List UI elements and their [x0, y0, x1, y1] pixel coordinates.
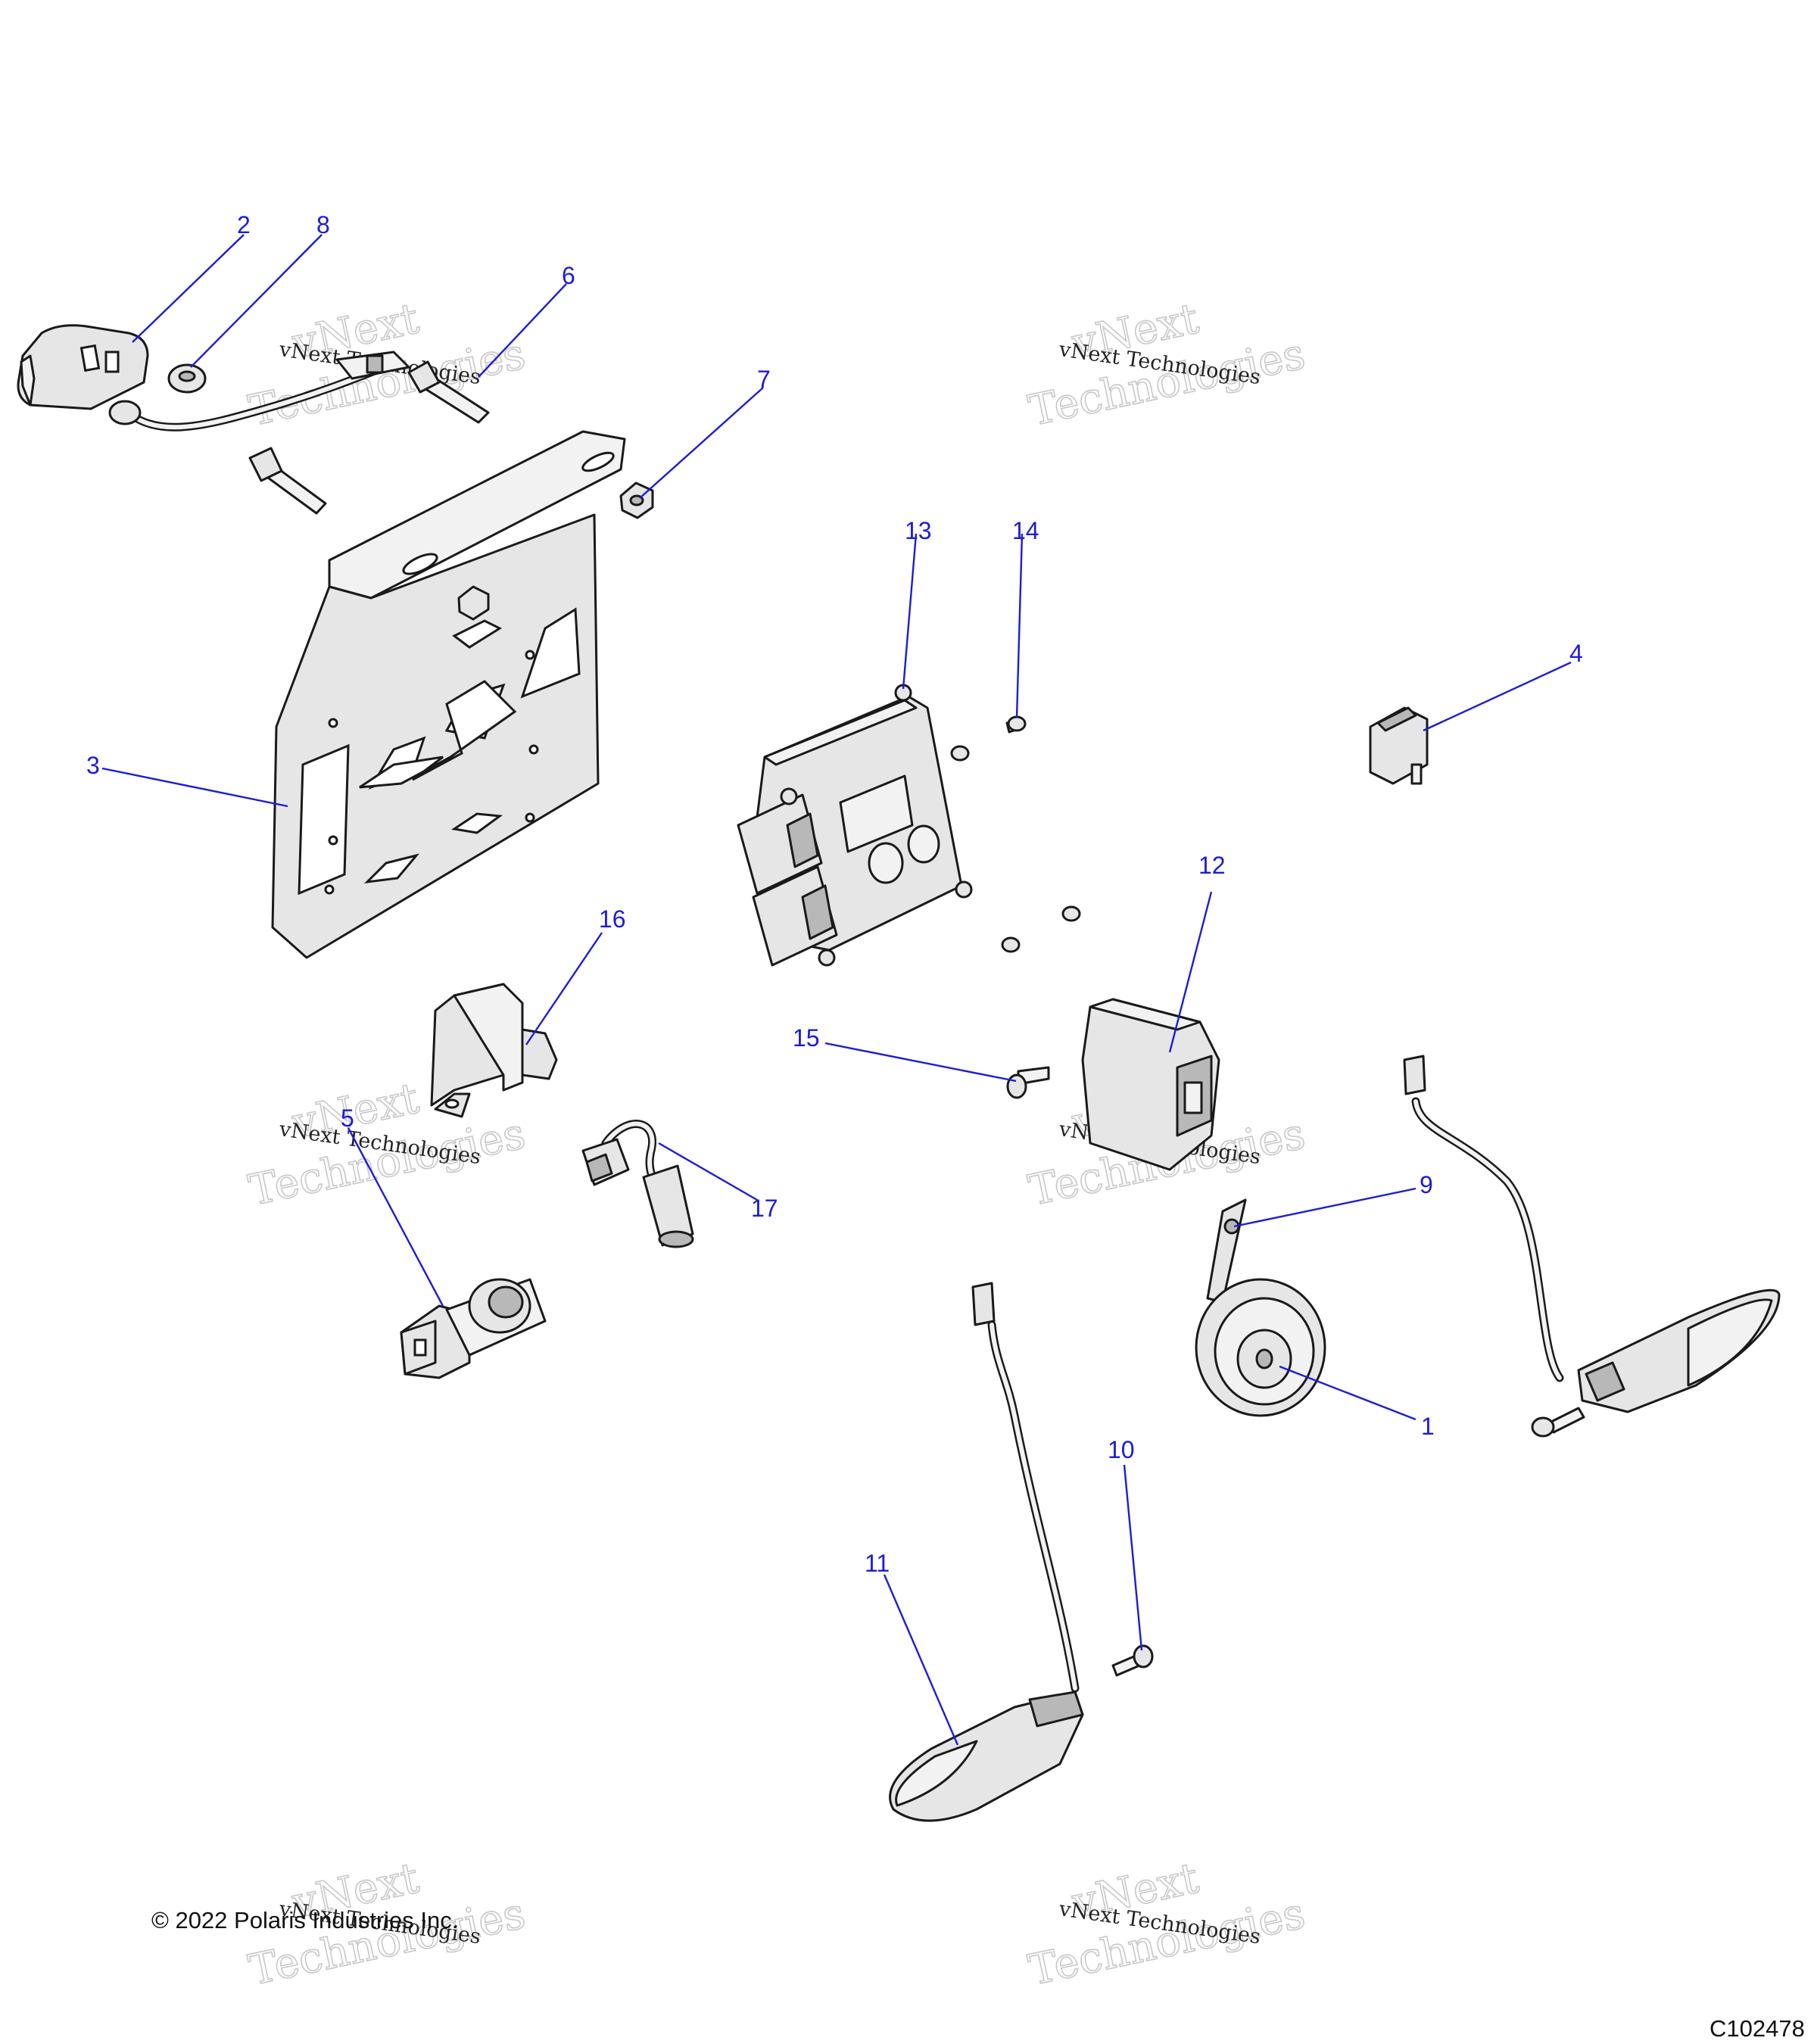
callout-5: 5 [341, 1105, 354, 1132]
part-switch [1369, 706, 1429, 785]
part-sensor-harness [581, 1120, 694, 1248]
leader-lines [101, 234, 1572, 1746]
callout-11: 11 [865, 1550, 890, 1577]
part-screw-a [950, 745, 970, 762]
callout-8: 8 [316, 211, 330, 238]
copyright-text: © 2022 Polaris Industries Inc. [151, 1907, 458, 1933]
part-license-bracket [271, 430, 626, 959]
callout-12: 12 [1198, 852, 1226, 879]
diagram-code: C102478 [1709, 2015, 1805, 2042]
part-ignition-switch [400, 1278, 547, 1379]
part-bolt-6 [407, 360, 490, 424]
part-screw-b [1061, 905, 1081, 922]
callout-numbers: 2 8 6 7 3 13 14 4 12 16 15 5 17 9 1 10 1… [86, 211, 1583, 1577]
part-horn [1195, 1198, 1326, 1417]
part-screw-10 [1111, 1644, 1154, 1677]
part-module [1081, 998, 1220, 1171]
part-screw-right-signal [1531, 1407, 1585, 1438]
part-screw-15 [1006, 1066, 1050, 1099]
callout-6: 6 [562, 262, 575, 289]
part-ecu [737, 684, 973, 967]
callout-2: 2 [237, 211, 251, 238]
callout-7: 7 [757, 366, 771, 393]
part-relay [430, 983, 558, 1118]
part-turn-signal-right [1403, 1055, 1781, 1413]
part-nut [619, 481, 654, 519]
callout-16: 16 [599, 905, 626, 933]
part-screw-c [1001, 936, 1021, 953]
part-turn-signal-left [889, 1282, 1084, 1822]
part-grommet [167, 363, 207, 394]
part-screw-14 [1005, 715, 1027, 734]
part-license-light [17, 324, 410, 432]
callout-15: 15 [793, 1024, 820, 1052]
callout-17: 17 [751, 1195, 778, 1222]
callout-14: 14 [1012, 517, 1039, 544]
callout-10: 10 [1108, 1436, 1135, 1463]
callout-1: 1 [1421, 1413, 1435, 1440]
callout-9: 9 [1420, 1171, 1433, 1198]
callout-3: 3 [86, 752, 100, 779]
part-bolt-plate [248, 447, 327, 515]
callout-13: 13 [905, 517, 932, 544]
callout-4: 4 [1569, 640, 1583, 667]
